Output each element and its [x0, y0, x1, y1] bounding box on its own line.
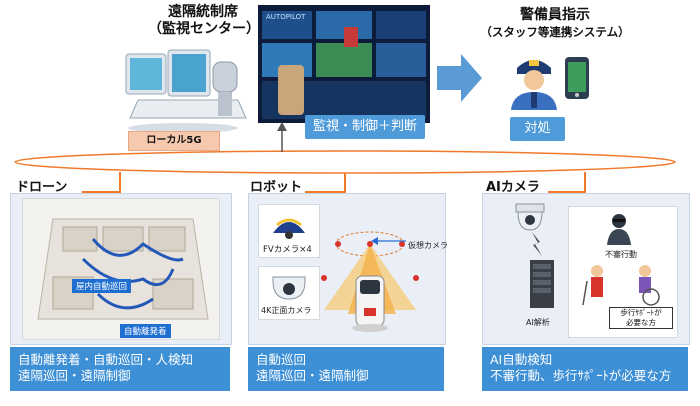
drone-section-title: ドローン: [16, 180, 68, 195]
right-arrow-icon: [437, 54, 482, 102]
ai-analysis-label: AI解析: [526, 318, 550, 327]
guard-instruction-title: 警備員指示 （スタッフ等連携システム）: [480, 7, 630, 39]
ai-dome-camera-icon: [515, 203, 545, 231]
signal-bolt-icon: [532, 232, 542, 256]
response-label: 対処: [510, 117, 565, 141]
virtual-camera-label: 仮想カメラ: [408, 241, 448, 250]
monitoring-screens-photo: AUTOPILOT: [258, 5, 430, 123]
suspicious-label: 不審行動: [605, 250, 637, 259]
front-camera-box: 4K正面カメラ: [258, 266, 320, 320]
fv-camera-box: FVカメラ×4: [258, 204, 320, 258]
monitor-control-label: 監視・制御＋判断: [305, 115, 425, 139]
ai-camera-section-title: AIカメラ: [486, 180, 540, 195]
robot-illustration: [321, 231, 419, 332]
suspicious-person-icon: [607, 214, 631, 245]
pointer-arrow-icon: [371, 237, 406, 245]
control-desk-illustration: [125, 49, 247, 133]
local-5g-badge: ローカル5G: [128, 131, 220, 151]
control-center-title: 遠隔統制席 （監視センター）: [148, 4, 260, 37]
screen-brand-text: AUTOPILOT: [266, 13, 306, 21]
drone-floor-image: [22, 198, 220, 340]
robot-section-title: ロボット: [250, 180, 303, 195]
fv-camera-icon: [273, 218, 305, 239]
robot-description: 自動巡回 遠隔巡回・遠隔制御: [248, 347, 444, 391]
dome-camera-icon: [272, 276, 306, 300]
drone-description: 自動離発着・自動巡回・人検知 遠隔巡回・遠隔制御: [10, 347, 230, 391]
smartphone-icon: [565, 57, 589, 99]
security-guard-icon: [511, 60, 557, 110]
ai-camera-description: AI自動検知 不審行動、歩行ｻﾎﾟｰﾄが必要な方: [482, 347, 688, 391]
ai-server-icon: [530, 260, 554, 308]
detection-results-box: 不審行動 歩行ｻﾎﾟｰﾄが 必要な方: [568, 206, 678, 338]
indoor-patrol-tag: 屋内自動巡回: [72, 279, 132, 293]
walk-support-label: 歩行ｻﾎﾟｰﾄが 必要な方: [609, 307, 673, 329]
auto-takeoff-tag: 自動離発着: [120, 324, 171, 338]
elderly-person-icons: [582, 265, 660, 306]
